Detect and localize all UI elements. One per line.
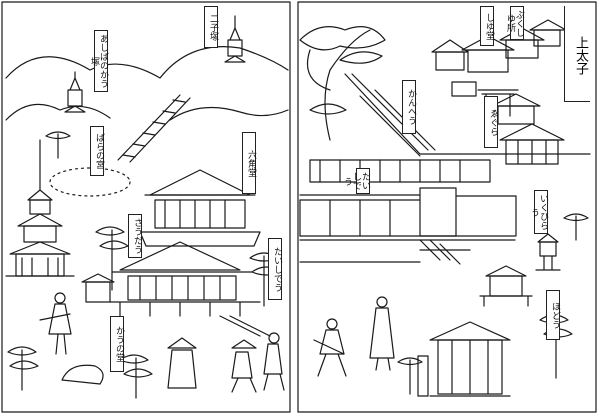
pine-tree	[397, 357, 423, 395]
fence-panel	[451, 81, 477, 97]
lower-hall	[109, 241, 271, 337]
hill	[5, 103, 111, 121]
monk-figure	[369, 296, 395, 371]
pilgrim-figure	[39, 292, 72, 355]
precinct-wall	[299, 194, 516, 241]
label-plaque: たいしでう	[268, 238, 282, 300]
walking-figure	[263, 332, 285, 391]
pine-tree	[95, 226, 129, 291]
side-hall	[499, 123, 565, 165]
shrine-gate	[477, 89, 519, 117]
wall-posts	[299, 199, 391, 237]
main-hall	[139, 169, 261, 247]
pagoda	[5, 139, 75, 277]
upper-shrine	[431, 19, 567, 73]
label-plaque: 二子塚	[204, 6, 218, 48]
stone-lantern	[535, 233, 561, 271]
label-plaque: さうだう	[128, 214, 142, 258]
hill	[169, 106, 289, 121]
label-plaque: かうの堂	[110, 316, 124, 372]
label-plaque: いくひらう	[529, 190, 548, 234]
stone-stupa	[224, 15, 246, 63]
pine-tree	[7, 346, 39, 391]
label-plaque: かんへう	[402, 80, 416, 134]
walking-figure	[231, 339, 257, 393]
pine-tree	[563, 213, 589, 241]
pine-tree	[45, 131, 71, 159]
page-title: 上太子	[564, 6, 590, 102]
label-plaque: ほどう	[546, 290, 560, 340]
label-plaque: たいしでう	[342, 168, 370, 194]
label-plaque: ゑぐら	[484, 96, 498, 148]
lower-shrine	[429, 321, 511, 397]
left-page-frame	[1, 1, 291, 413]
small-pavilion	[479, 265, 533, 307]
stone-stupa	[64, 71, 86, 113]
gatehouse	[419, 187, 457, 237]
stone-slab	[417, 355, 429, 397]
mountain-ridge	[5, 46, 289, 79]
label-plaque: ぶくしゆ所	[505, 6, 524, 40]
right-page-frame	[297, 1, 597, 413]
stone-terrace	[299, 249, 471, 263]
garden-rock	[61, 364, 104, 385]
side-hall	[491, 93, 541, 125]
label-plaque: 六角堂	[242, 132, 256, 194]
stone-stairs	[419, 239, 461, 265]
label-plaque: あしばのかう塚	[89, 30, 108, 92]
samurai-figure	[313, 318, 347, 377]
pine-tree	[119, 354, 153, 399]
stone-stairway	[117, 94, 191, 163]
label-plaque: ばらの宮	[90, 126, 104, 176]
monk-figure	[167, 337, 197, 389]
gatehouse-wing	[455, 195, 517, 237]
long-corridor	[309, 73, 591, 183]
label-plaque: しゆ堂	[480, 6, 494, 46]
large-tree	[299, 26, 386, 141]
small-gate	[81, 273, 115, 303]
